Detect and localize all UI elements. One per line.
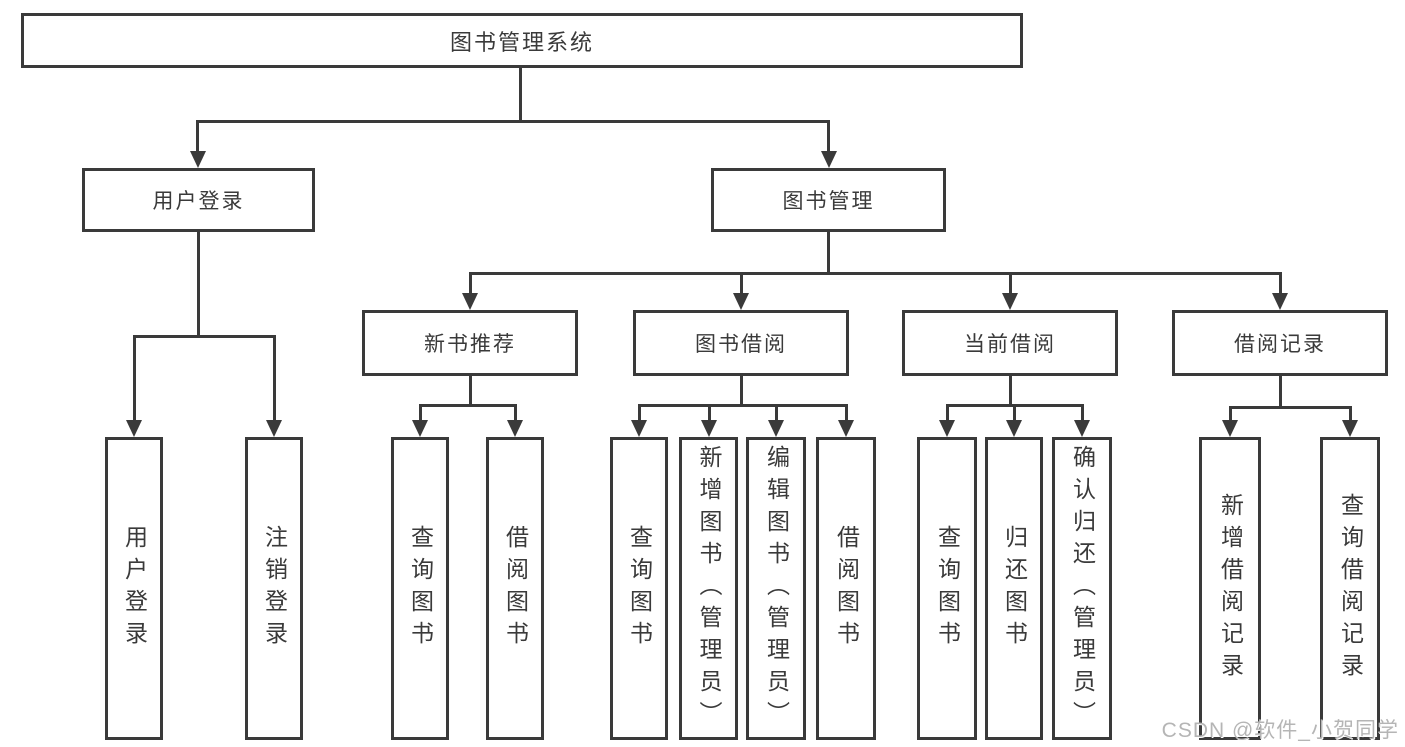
node-user-login-label: 用户登录: [152, 190, 245, 213]
node-borrow-record-label: 借阅记录: [1234, 333, 1326, 356]
arrow-g3-1: [631, 420, 647, 437]
node-current-borrow-label: 当前借阅: [964, 333, 1056, 356]
node-book-management: 图书管理: [711, 168, 946, 232]
arrow-g5-1: [1222, 420, 1238, 437]
connector-user-login-hline: [134, 335, 274, 338]
connector-record-stem: [1279, 272, 1282, 295]
connector-g3-stem4: [845, 404, 848, 422]
node-root: 图书管理系统: [21, 13, 1023, 68]
connector-g2-stem1: [419, 404, 422, 422]
leaf-add-book-admin: 新增图书（管理员）: [679, 437, 738, 740]
connector-g3-stub: [740, 376, 743, 404]
csdn-watermark: CSDN @软件_小贺同学: [1161, 719, 1399, 742]
connector-g2-stem2: [514, 404, 517, 422]
connector-borrow-stem: [740, 272, 743, 295]
leaf-confirm-return-admin-label: 确认归还（管理员）: [1069, 444, 1096, 733]
leaf-add-borrow-record-label: 新增借阅记录: [1217, 492, 1244, 685]
node-root-label: 图书管理系统: [449, 29, 594, 55]
leaf-query-book-3: 查询图书: [917, 437, 977, 740]
leaf-confirm-return-admin: 确认归还（管理员）: [1052, 437, 1112, 740]
leaf-user-login: 用户登录: [105, 437, 163, 740]
leaf-borrow-book-2: 借阅图书: [816, 437, 876, 740]
leaf-user-login-label: 用户登录: [121, 524, 148, 653]
leaf-borrow-book-1-label: 借阅图书: [502, 524, 529, 653]
connector-g3-hline: [639, 404, 846, 407]
leaf-query-book-1-label: 查询图书: [407, 524, 434, 653]
arrow-record: [1272, 293, 1288, 310]
connector-g5-stem1: [1229, 406, 1232, 422]
arrow-g2-2: [507, 420, 523, 437]
arrow-borrow: [733, 293, 749, 310]
arrow-g5-2: [1342, 420, 1358, 437]
leaf-query-book-3-label: 查询图书: [934, 524, 961, 653]
connector-g4-stem1: [946, 404, 949, 422]
leaf-query-book-2: 查询图书: [610, 437, 668, 740]
connector-g4-stem2: [1013, 404, 1016, 422]
connector-to-book-mgmt-stem: [827, 120, 830, 153]
connector-g2-stub: [469, 376, 472, 404]
leaf-logout-label: 注销登录: [261, 524, 288, 653]
connector-root-hline: [197, 120, 830, 123]
connector-g3-stem3: [775, 404, 778, 422]
connector-leaf1-stem: [133, 335, 136, 421]
connector-newbook-stem: [469, 272, 472, 295]
connector-g4-stub: [1009, 376, 1012, 404]
connector-g3-stem2: [708, 404, 711, 422]
leaf-borrow-book-1: 借阅图书: [486, 437, 544, 740]
arrow-leaf2: [266, 420, 282, 437]
arrow-g4-3: [1074, 420, 1090, 437]
connector-g3-stem1: [638, 404, 641, 422]
connector-g4-stem3: [1081, 404, 1084, 422]
arrow-g4-1: [939, 420, 955, 437]
node-current-borrow: 当前借阅: [902, 310, 1118, 376]
leaf-return-book-label: 归还图书: [1001, 524, 1028, 653]
connector-g2-hline: [420, 404, 515, 407]
node-book-management-label: 图书管理: [782, 190, 875, 213]
arrow-to-user-login: [190, 151, 206, 168]
leaf-query-borrow-record-label: 查询借阅记录: [1337, 492, 1364, 685]
leaf-logout: 注销登录: [245, 437, 303, 740]
arrow-g3-4: [838, 420, 854, 437]
leaf-borrow-book-2-label: 借阅图书: [833, 524, 860, 653]
connector-to-user-login-stem: [196, 120, 199, 153]
node-book-borrow-label: 图书借阅: [695, 333, 787, 356]
arrow-to-book-mgmt: [821, 151, 837, 168]
connector-book-mgmt-hline: [470, 272, 1280, 275]
arrow-current: [1002, 293, 1018, 310]
arrow-g3-2: [701, 420, 717, 437]
leaf-query-book-1: 查询图书: [391, 437, 449, 740]
leaf-edit-book-admin-label: 编辑图书（管理员）: [763, 444, 790, 733]
node-book-borrow: 图书借阅: [633, 310, 849, 376]
arrow-leaf1: [126, 420, 142, 437]
arrow-g4-2: [1006, 420, 1022, 437]
node-new-book-recommend-label: 新书推荐: [424, 333, 516, 356]
connector-current-stem: [1009, 272, 1012, 295]
connector-g5-stem2: [1349, 406, 1352, 422]
connector-user-login-stub: [197, 232, 200, 335]
node-new-book-recommend: 新书推荐: [362, 310, 578, 376]
arrow-g2-1: [412, 420, 428, 437]
leaf-query-book-2-label: 查询图书: [626, 524, 653, 653]
connector-g5-stub: [1279, 376, 1282, 406]
arrow-newbook: [462, 293, 478, 310]
node-user-login: 用户登录: [82, 168, 315, 232]
connector-root-stub: [519, 68, 522, 120]
connector-book-mgmt-stub: [827, 232, 830, 272]
leaf-query-borrow-record: 查询借阅记录: [1320, 437, 1380, 740]
connector-g5-hline: [1230, 406, 1350, 409]
node-borrow-record: 借阅记录: [1172, 310, 1388, 376]
leaf-add-borrow-record: 新增借阅记录: [1199, 437, 1261, 740]
leaf-edit-book-admin: 编辑图书（管理员）: [746, 437, 806, 740]
arrow-g3-3: [768, 420, 784, 437]
connector-leaf2-stem: [273, 335, 276, 421]
leaf-return-book: 归还图书: [985, 437, 1043, 740]
leaf-add-book-admin-label: 新增图书（管理员）: [696, 444, 722, 733]
